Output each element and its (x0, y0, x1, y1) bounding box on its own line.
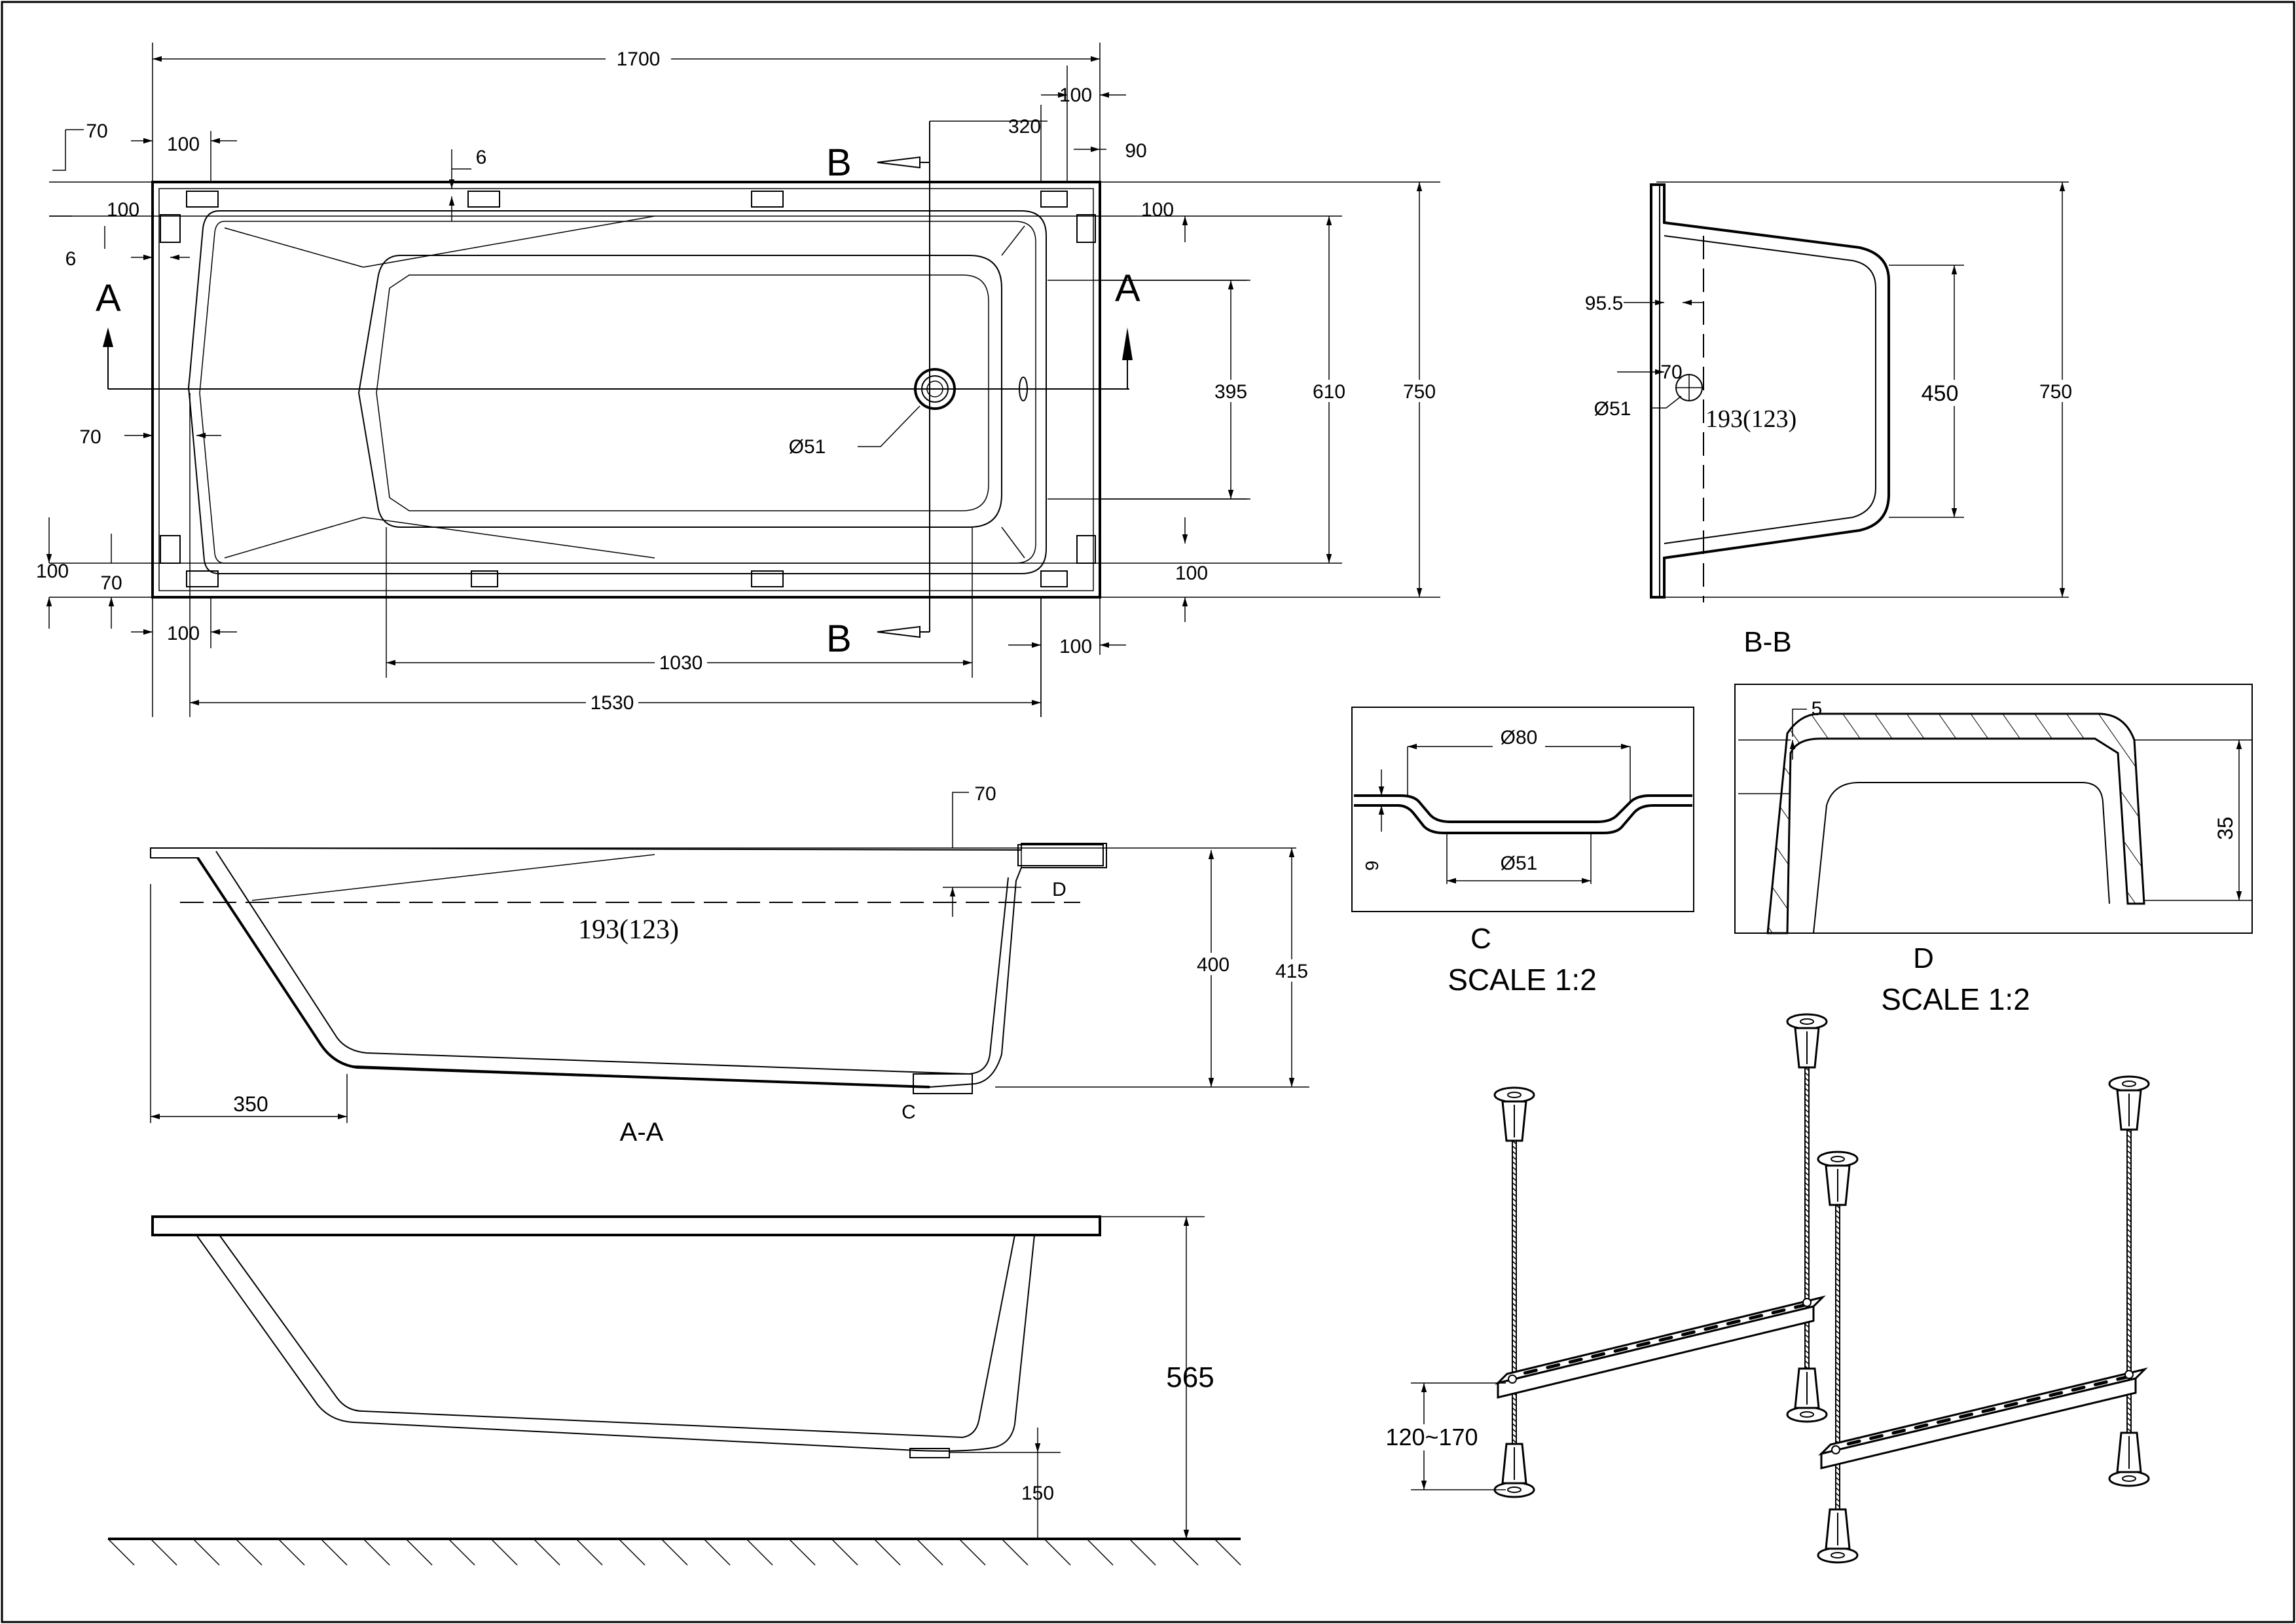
dim-100-bottom-right: 100 (1059, 636, 1092, 657)
dim-100-top-left: 100 (167, 134, 200, 155)
detail-c-view: Ø80 Ø51 9 C SCALE 1:2 (1351, 707, 1694, 997)
dim-100-left-top: 100 (107, 199, 139, 221)
section-aa-title: A-A (620, 1118, 664, 1147)
section-b-label-bottom: B (826, 618, 852, 660)
detail-d-callout: D (1052, 879, 1066, 900)
tub-floor (357, 255, 1002, 528)
dim-150: 150 (1021, 1483, 1054, 1504)
detail-d-scale: SCALE 1:2 (1881, 982, 2030, 1016)
bb-depth-text: 193(123) (1705, 405, 1796, 433)
aa-depth-text: 193(123) (578, 915, 679, 945)
dim-100-top-right: 100 (1059, 84, 1092, 106)
section-aa-profile (150, 843, 1107, 1088)
dim-leg-adjust: 120~170 (1385, 1424, 1478, 1450)
section-bb-view: 95.5 70 Ø51 193(123) 450 750 B-B (1585, 181, 2078, 658)
bb-dim-750: 750 (2039, 381, 2072, 403)
section-b-label-top: B (826, 141, 852, 184)
dim-100-left-bottom: 100 (36, 561, 69, 582)
dim-395: 395 (1214, 381, 1247, 403)
aa-dim-400: 400 (1197, 954, 1230, 976)
bb-dim-95-5: 95.5 (1585, 293, 1623, 314)
bb-dim-70: 70 (1660, 361, 1682, 383)
side-view-rim (151, 1215, 1101, 1236)
dim-100-right-bottom: 100 (1175, 563, 1208, 584)
dim-90: 90 (1125, 140, 1146, 162)
aa-dim-70: 70 (974, 783, 996, 805)
detail-c-dim-80: Ø80 (1501, 727, 1538, 748)
detail-d-dim-5: 5 (1812, 698, 1823, 720)
section-bb-title: B-B (1743, 626, 1791, 658)
section-aa-view: 193(123) 70 D 400 415 350 C A-A (150, 783, 1315, 1147)
leg-stands (1493, 1013, 2150, 1564)
dim-565: 565 (1166, 1361, 1214, 1393)
bb-dim-450: 450 (1922, 381, 1959, 406)
bb-dim-51: Ø51 (1594, 398, 1631, 420)
dim-320: 320 (1008, 116, 1041, 138)
leg-adjust-dimension: 120~170 (1375, 1382, 1506, 1490)
dim-1530: 1530 (591, 692, 634, 714)
dim-70-left-bottom: 70 (100, 572, 122, 594)
dim-70-top-left: 70 (86, 120, 107, 142)
section-a-label-left: A (96, 277, 121, 320)
side-view: 565 150 (107, 1215, 1241, 1566)
detail-c-dim-51: Ø51 (1501, 853, 1538, 874)
side-view-body (196, 1234, 1035, 1452)
top-view: A A B B 1700 100 320 90 70 (36, 43, 1440, 717)
detail-c-label: C (1470, 923, 1491, 955)
aa-dim-415: 415 (1275, 961, 1308, 982)
section-bb-profile (1650, 183, 1890, 599)
dim-100-bottom-left: 100 (167, 623, 200, 644)
dim-100-right-top: 100 (1141, 199, 1174, 221)
dim-6-left: 6 (65, 248, 77, 270)
detail-c-scale: SCALE 1:2 (1448, 963, 1597, 997)
detail-d-label: D (1913, 942, 1934, 974)
detail-c-callout: C (902, 1101, 916, 1123)
detail-d-view: 35 5 D SCALE 1:2 (1734, 684, 2253, 1016)
dim-610: 610 (1313, 381, 1345, 403)
dim-1030: 1030 (659, 652, 703, 674)
detail-d-dim-35: 35 (2214, 817, 2237, 840)
dim-1700: 1700 (617, 48, 661, 70)
dim-drain-diameter: Ø51 (789, 436, 826, 458)
detail-c-dim-9: 9 (1362, 860, 1382, 871)
dim-70-left-mid: 70 (79, 426, 101, 448)
tub-basin-outline (187, 210, 1047, 574)
dim-750: 750 (1403, 381, 1436, 403)
dim-6-top: 6 (476, 147, 487, 168)
aa-dim-350: 350 (233, 1092, 268, 1116)
section-a-label-right: A (1115, 267, 1140, 310)
